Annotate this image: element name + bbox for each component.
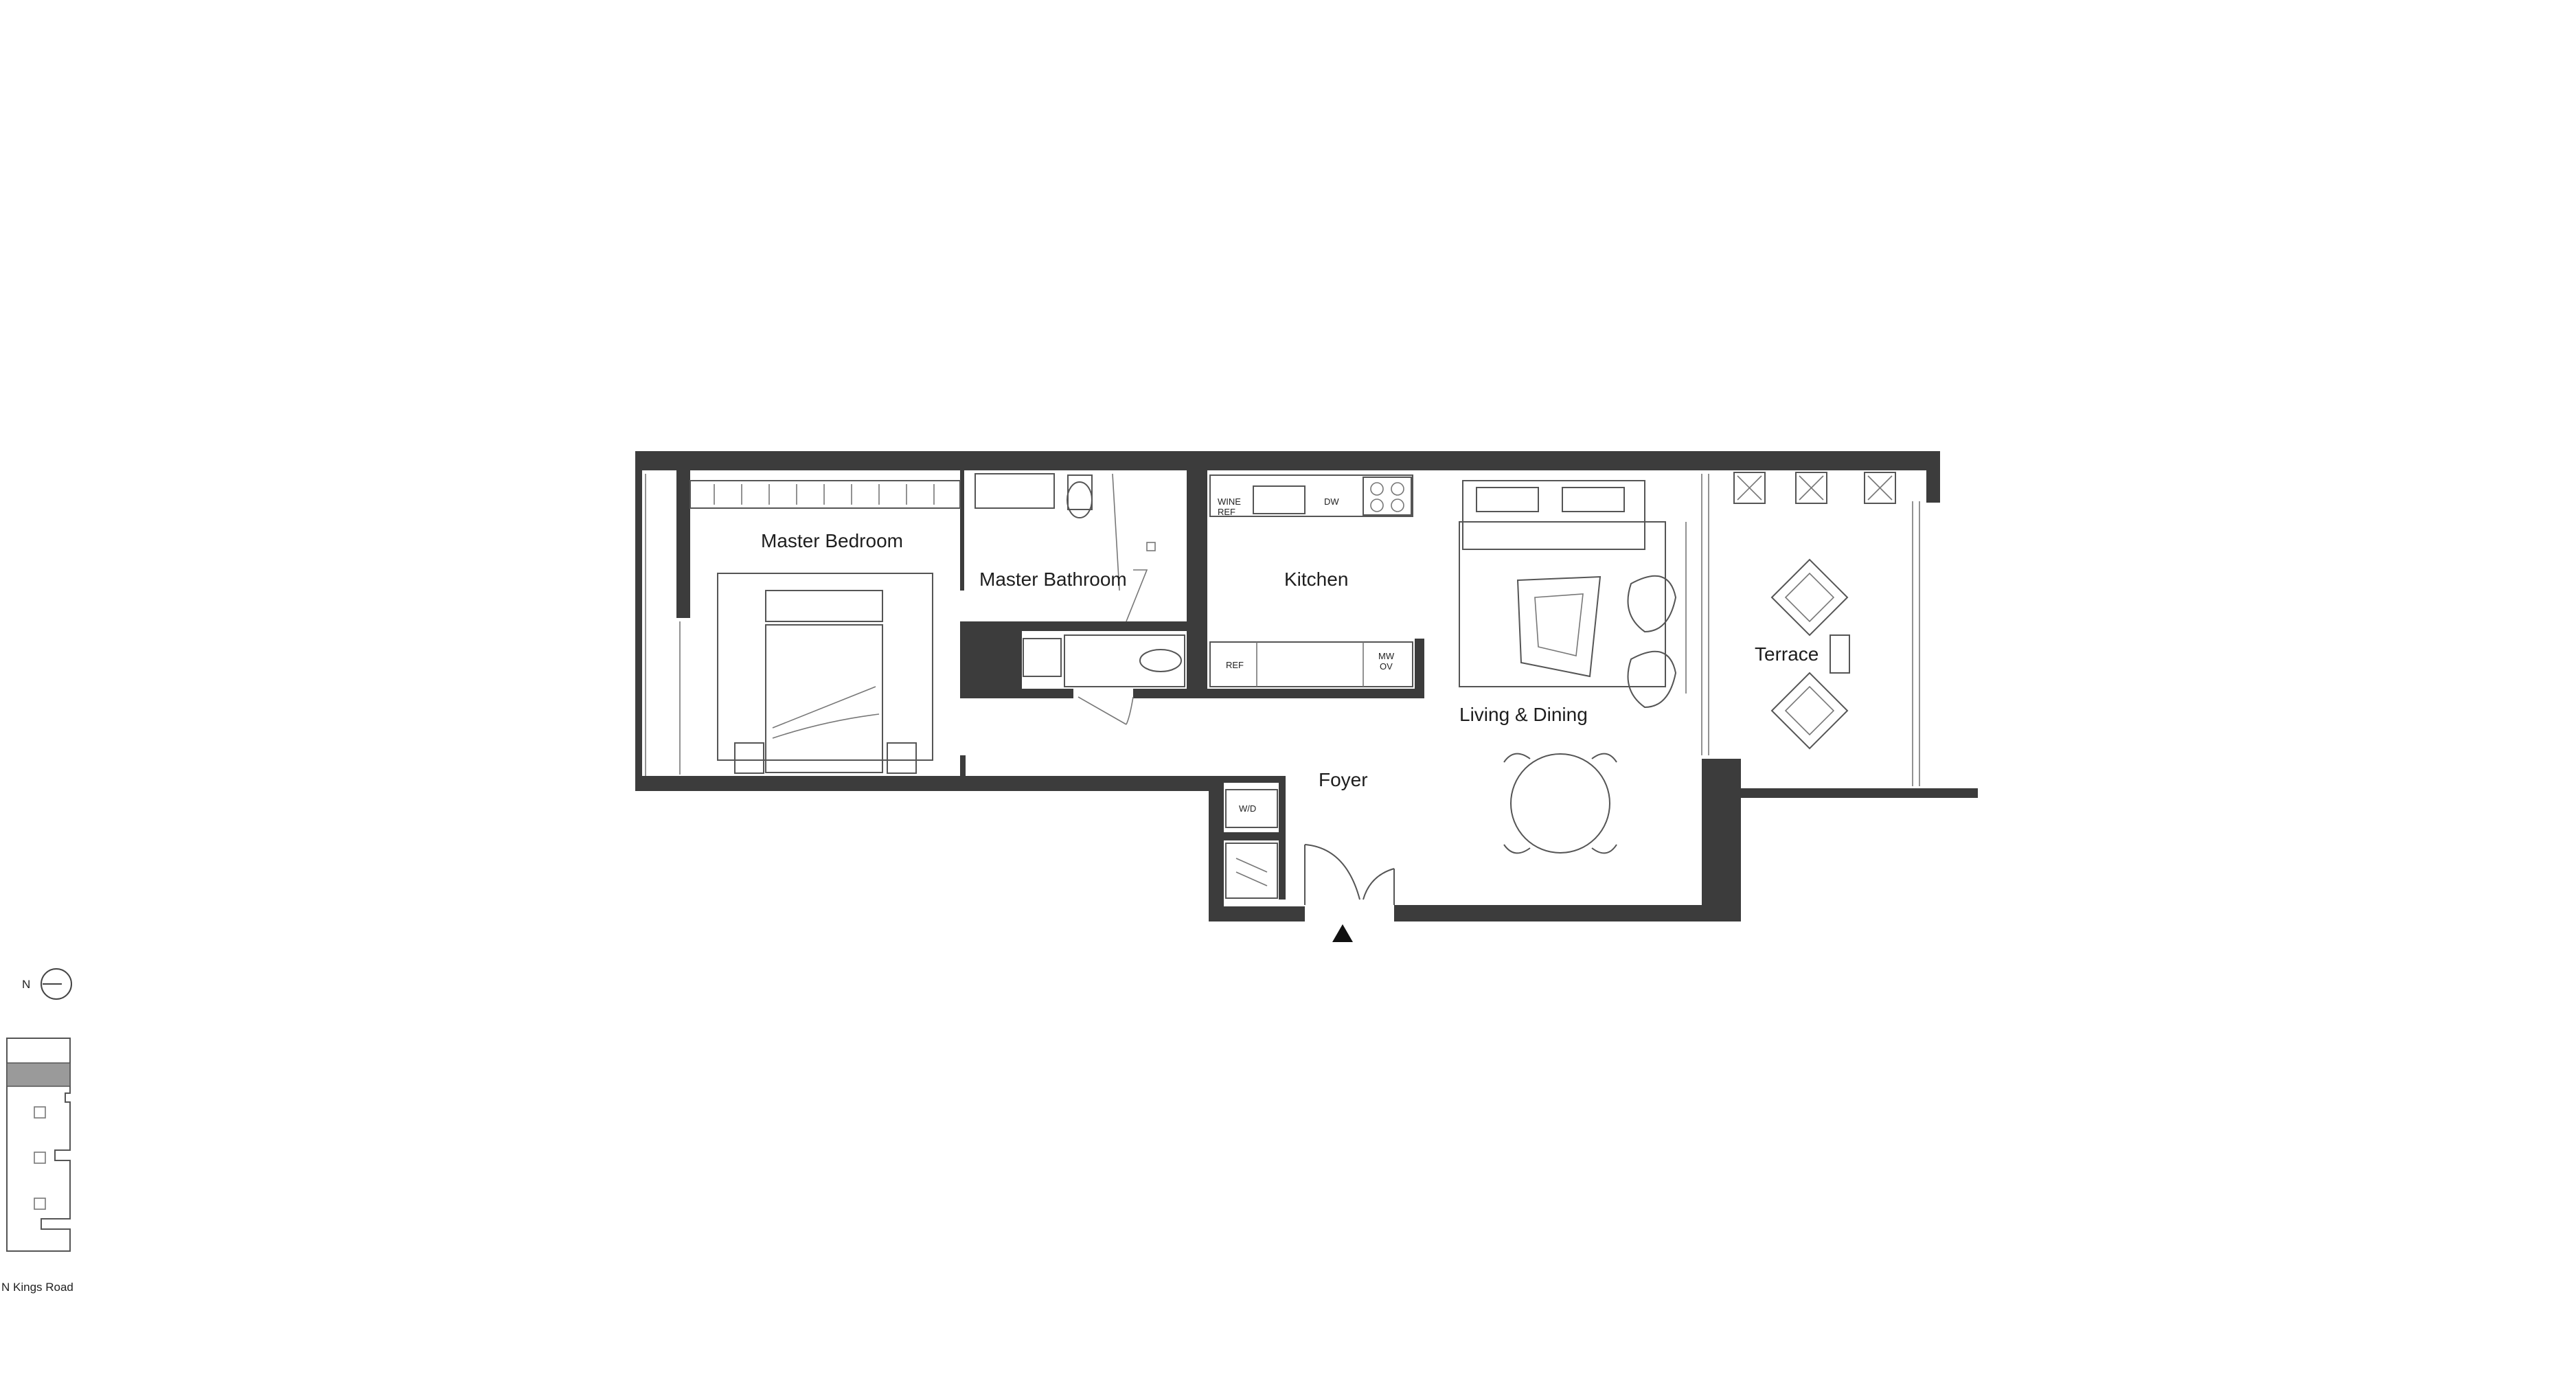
label-wine-ref-2: REF: [1218, 507, 1235, 517]
label-master-bedroom: Master Bedroom: [761, 530, 903, 551]
north-compass-icon: [41, 968, 72, 1000]
label-terrace: Terrace: [1755, 643, 1819, 665]
label-microwave-1: MW: [1378, 651, 1395, 661]
label-living-dining: Living & Dining: [1459, 704, 1588, 725]
key-plan: N N Kings Road: [1, 968, 73, 1294]
furniture: [645, 472, 1920, 905]
site-outline: [6, 1038, 71, 1252]
label-wine-ref-1: WINE: [1218, 496, 1241, 507]
label-kitchen: Kitchen: [1284, 569, 1348, 590]
label-master-bathroom: Master Bathroom: [979, 569, 1127, 590]
label-washer-dryer: W/D: [1239, 803, 1256, 814]
walls: [635, 451, 1978, 921]
street-label: N Kings Road: [1, 1281, 73, 1294]
label-refrigerator: REF: [1226, 660, 1244, 670]
highlighted-unit: [6, 1062, 71, 1087]
label-dishwasher: DW: [1324, 496, 1339, 507]
label-microwave-2: OV: [1380, 661, 1393, 672]
label-foyer: Foyer: [1319, 769, 1368, 790]
north-label: N: [22, 978, 30, 991]
entry-arrow-icon: [1332, 924, 1353, 942]
